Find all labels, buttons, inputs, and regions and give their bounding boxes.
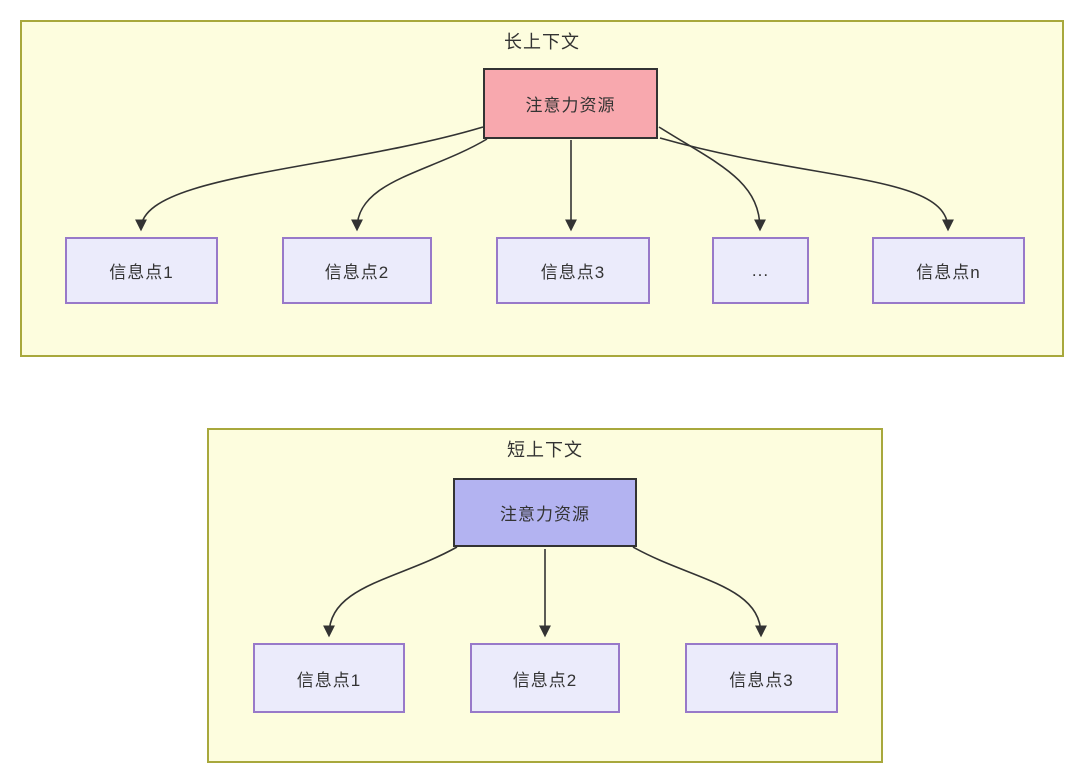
node-long-info-ellipsis: ... <box>712 237 809 304</box>
node-short-info-2: 信息点2 <box>470 643 620 713</box>
node-short-attention-resource: 注意力资源 <box>453 478 637 547</box>
node-long-attention-resource: 注意力资源 <box>483 68 658 139</box>
panel-short-title: 短上下文 <box>507 440 583 460</box>
node-long-info-2: 信息点2 <box>282 237 432 304</box>
node-short-info-3: 信息点3 <box>685 643 838 713</box>
panel-long-title: 长上下文 <box>504 32 580 52</box>
node-long-info-1: 信息点1 <box>65 237 218 304</box>
node-long-info-3: 信息点3 <box>496 237 650 304</box>
node-short-info-1: 信息点1 <box>253 643 405 713</box>
node-long-info-n: 信息点n <box>872 237 1025 304</box>
